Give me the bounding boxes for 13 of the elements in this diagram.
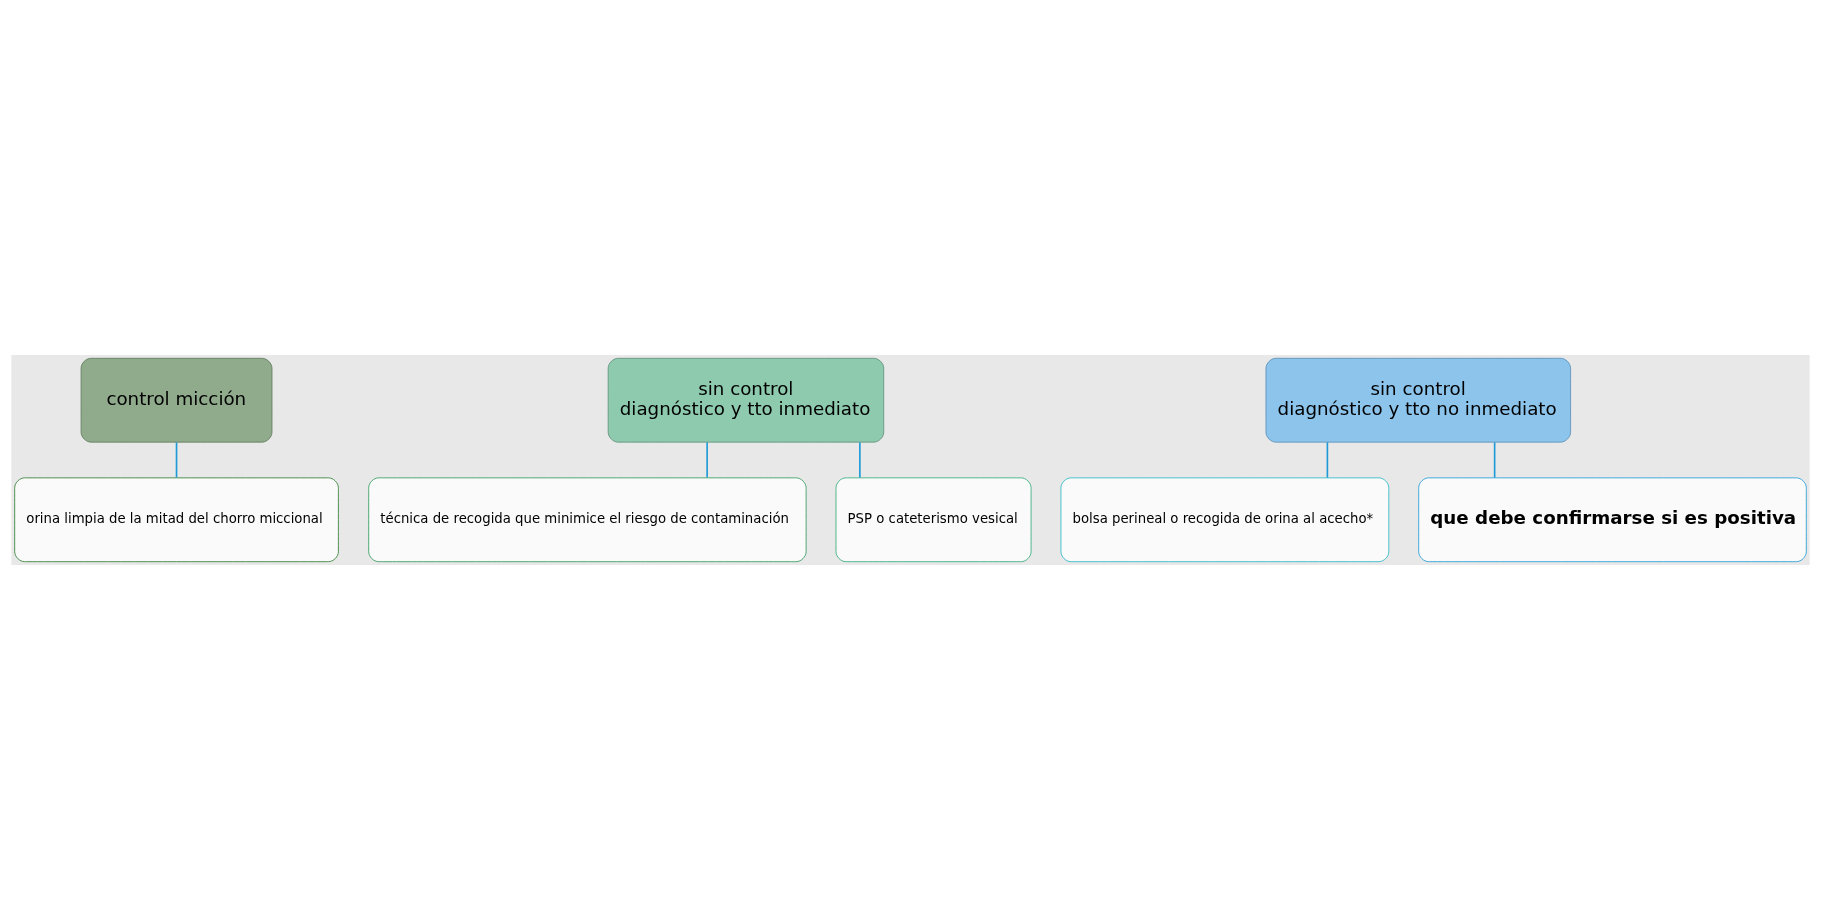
connector xyxy=(1493,441,1496,478)
node-box: control micción xyxy=(80,357,273,443)
node-box: PSP o cateterismo vesical xyxy=(835,476,1032,562)
node-box: sin control diagnóstico y tto inmediato xyxy=(607,357,885,443)
connector xyxy=(706,441,708,478)
node-box: sin control diagnóstico y tto no inmediato xyxy=(1265,357,1571,443)
connector xyxy=(1326,441,1329,478)
connector xyxy=(859,441,861,478)
node-box: orina limpia de la mitad del chorro miccional xyxy=(14,476,339,562)
node-box: técnica de recogida que minimice el riesgo de contaminación xyxy=(368,476,807,562)
node-box: bolsa perineal o recogida de orina al acecho* xyxy=(1060,476,1390,562)
node-box: que debe confirmarse si es positiva xyxy=(1418,476,1807,562)
connector xyxy=(175,441,178,478)
